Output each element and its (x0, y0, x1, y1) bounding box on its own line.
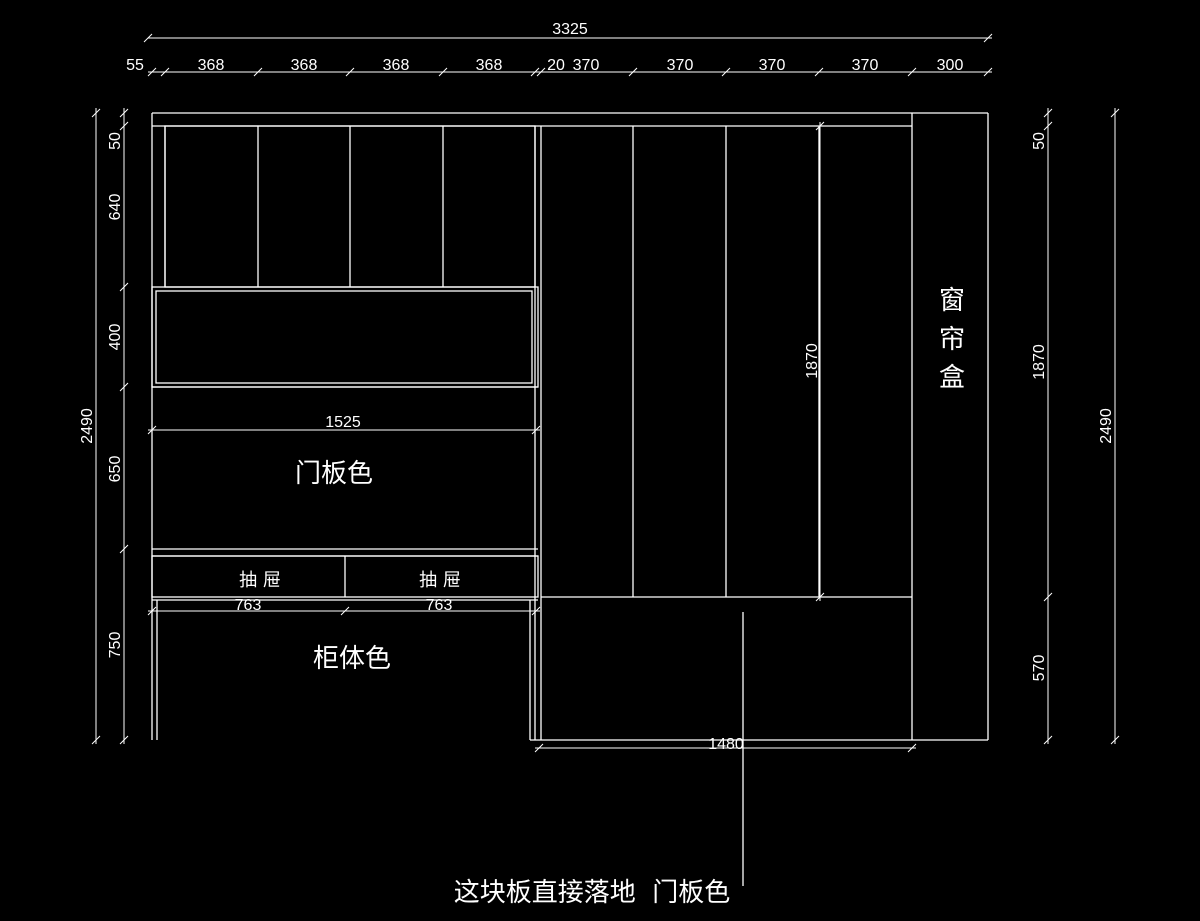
dim-right-tick (1043, 121, 1053, 131)
dim-segment-tick (530, 67, 540, 77)
dim-left-tick (119, 544, 129, 554)
dim-segment-tick (438, 67, 448, 77)
dim-left-tick (119, 282, 129, 292)
dim-left-640: 640 (107, 194, 124, 221)
dim-right-1870: 1870 (1031, 344, 1048, 380)
dim-desk-width: 1525 (325, 414, 361, 431)
dim-left-400: 400 (107, 324, 124, 351)
dim-right-tick (1043, 108, 1053, 118)
open-shelf-outer (151, 286, 539, 388)
dim-top-seg-2: 368 (198, 57, 225, 74)
dim-top-seg-5: 368 (476, 57, 503, 74)
dim-left-tick (119, 382, 129, 392)
dimension-texts: 3325 55 368 368 368 368 20 370 370 370 3… (79, 21, 1115, 753)
dim-top-seg-4: 368 (383, 57, 410, 74)
dim-top-seg-3: 368 (291, 57, 318, 74)
dim-segment-tick (907, 67, 917, 77)
label-door-panel-color: 门板色 (295, 459, 373, 489)
label-carcass-color: 柜体色 (313, 644, 391, 674)
dim-segment-tick (721, 67, 731, 77)
dim-segment-tick (147, 67, 157, 77)
dim-left-50: 50 (107, 132, 124, 150)
dim-top-seg-9: 370 (759, 57, 786, 74)
dimension-lines (91, 33, 1120, 753)
dim-right-tick (1043, 592, 1053, 602)
annotations: 门板色 抽 屉 抽 屉 柜体色 窗 帘 盒 这块板直接落地 门板色 (239, 286, 965, 908)
dim-left-750: 750 (107, 632, 124, 659)
dim-top-seg-6: 20 (547, 57, 565, 74)
dim-left-tick (119, 108, 129, 118)
dim-right-tick (1043, 735, 1053, 745)
dim-top-seg-11: 300 (937, 57, 964, 74)
dim-top-seg-10: 370 (852, 57, 879, 74)
dim-wardrobe-height: 1870 (804, 343, 821, 379)
dim-segment-tick (628, 67, 638, 77)
dim-segment-tick (814, 67, 824, 77)
dim-segment-tick (345, 67, 355, 77)
label-drawer-left: 抽 屉 (239, 570, 281, 591)
dim-right-50: 50 (1031, 132, 1048, 150)
dim-segment-tick (160, 67, 170, 77)
open-shelf-inner (155, 290, 533, 384)
dim-right-570: 570 (1031, 655, 1048, 682)
dim-top-seg-7: 370 (573, 57, 600, 74)
dim-right-overall: 2490 (1098, 408, 1115, 444)
dim-top-seg-1: 55 (126, 57, 144, 74)
label-drawer-right: 抽 屉 (419, 570, 461, 591)
label-curtain-box-2: 帘 (939, 325, 965, 355)
dim-drawer-width-left: 763 (235, 597, 262, 614)
label-floor-note: 这块板直接落地 门板色 (454, 878, 731, 908)
label-curtain-box-3: 盒 (939, 363, 965, 393)
dim-wardrobe-bottom-width: 1480 (708, 736, 744, 753)
dim-left-tick (119, 121, 129, 131)
dim-left-ticks (119, 108, 129, 745)
dim-segment-ticks (147, 67, 993, 77)
dim-left-overall: 2490 (79, 408, 96, 444)
dim-overall-width: 3325 (552, 21, 588, 38)
dim-left-tick (119, 735, 129, 745)
dim-segment-tick (983, 67, 993, 77)
dim-left-650: 650 (107, 456, 124, 483)
dim-segment-tick (536, 67, 546, 77)
dim-segment-tick (253, 67, 263, 77)
dim-top-seg-8: 370 (667, 57, 694, 74)
cabinet-structure (151, 112, 989, 886)
dim-right-ticks (1043, 108, 1053, 745)
dim-drawer-width-right: 763 (426, 597, 453, 614)
label-curtain-box-1: 窗 (939, 286, 965, 316)
